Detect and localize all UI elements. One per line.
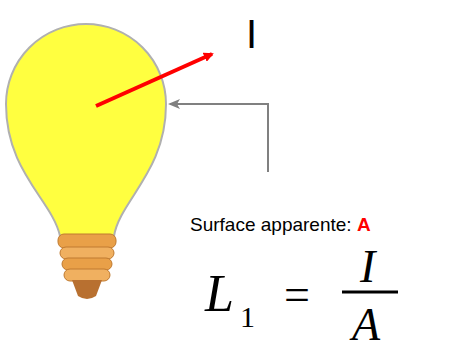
leader-line [170,104,268,172]
formula-subscript: 1 [240,300,255,334]
formula-equals: = [284,268,310,321]
surface-text: Surface apparente: [190,214,357,235]
bulb-glass [6,24,166,236]
formula-numerator: I [360,240,375,293]
intensity-label: I [246,12,257,57]
formula-symbol: L [205,264,234,323]
bulb-base [58,234,116,299]
intensity-arrow [96,54,212,106]
area-symbol: A [357,214,371,235]
surface-caption: Surface apparente: A [190,214,371,236]
formula-denominator: A [352,298,380,351]
